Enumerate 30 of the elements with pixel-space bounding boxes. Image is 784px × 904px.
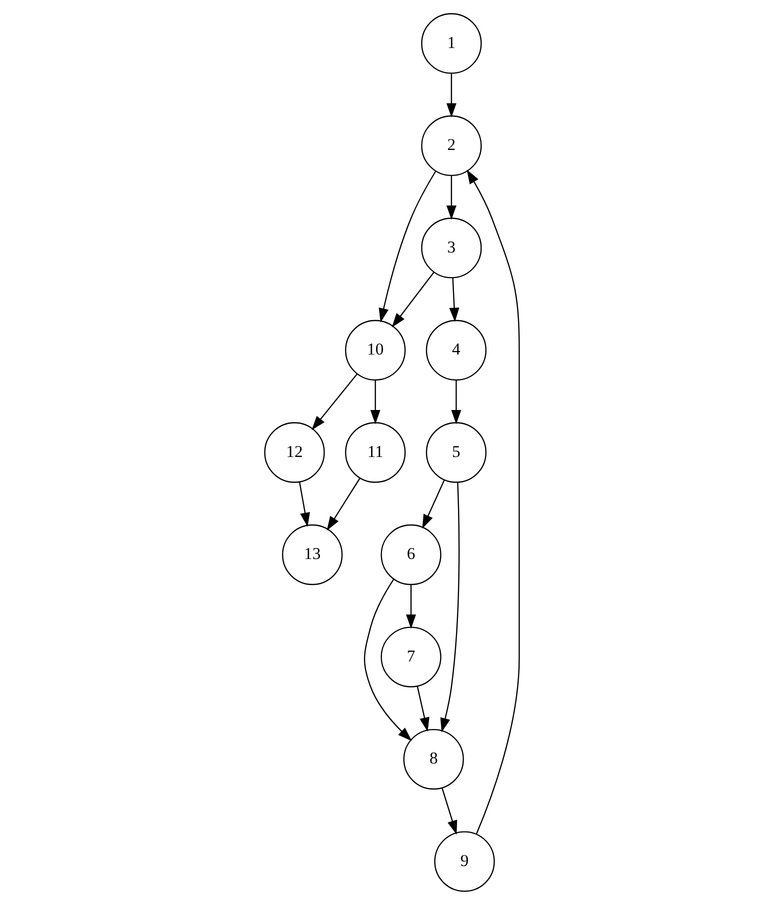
arrow — [312, 373, 358, 430]
arrow — [326, 478, 360, 530]
arrow — [364, 578, 412, 741]
node-circle: 13 — [282, 524, 343, 585]
arrow — [392, 271, 434, 327]
node-circle: 6 — [380, 524, 442, 585]
node-circle: 5 — [426, 422, 487, 482]
arrow — [446, 175, 456, 220]
arrow — [451, 380, 462, 424]
arrow — [442, 788, 458, 834]
node-circle: 11 — [345, 422, 406, 482]
node-circle: 7 — [380, 626, 442, 687]
arrow — [298, 481, 310, 526]
node-circle: 10 — [345, 319, 406, 380]
node-circle: 1 — [421, 12, 482, 74]
arrow — [446, 73, 456, 118]
node-circle: 8 — [403, 728, 464, 790]
arrow — [370, 380, 380, 424]
arrow — [378, 170, 436, 322]
arrow — [406, 584, 416, 628]
node-circle: 2 — [421, 114, 482, 176]
node-circle: 3 — [421, 217, 482, 278]
node-circle: 9 — [434, 830, 495, 892]
arrow — [416, 686, 430, 732]
arrow — [422, 479, 445, 528]
node-circle: 12 — [264, 422, 325, 482]
arrow — [449, 278, 460, 322]
arrow — [440, 482, 460, 732]
arrow — [466, 169, 520, 834]
node-circle: 4 — [426, 319, 487, 380]
